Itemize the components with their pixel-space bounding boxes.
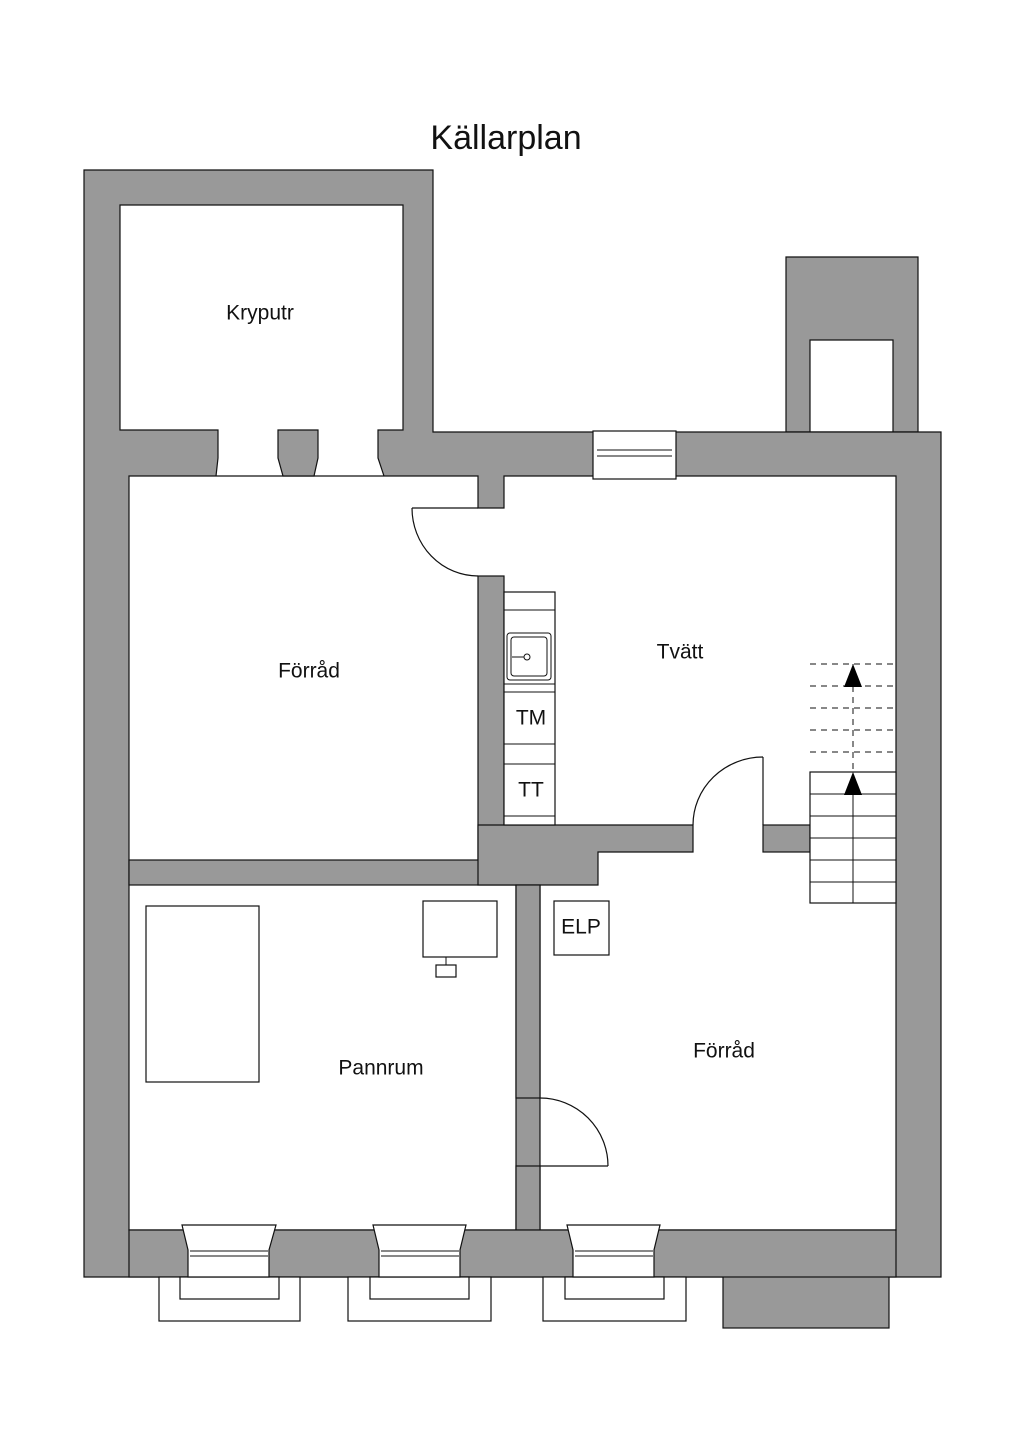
window-north <box>592 430 677 480</box>
boiler-unit <box>422 900 498 978</box>
room-label-tvatt: Tvätt <box>657 641 704 664</box>
stair-arrow-upper-icon <box>844 664 862 687</box>
room-label-pannrum: Pannrum <box>338 1057 423 1080</box>
sink-icon <box>506 632 552 681</box>
electrical-panel-label: ELP <box>561 916 601 939</box>
dryer-label: TT <box>518 779 544 802</box>
interior-wall-vertical-lower <box>515 884 541 1099</box>
door-pannrum-forrad <box>539 1097 609 1167</box>
interior-wall-horizontal-left <box>128 859 517 886</box>
interior-wall-vertical <box>477 575 505 867</box>
interior-wall-junction <box>477 824 694 886</box>
electrical-panel <box>553 900 610 956</box>
room-label-kryputr: Kryputr <box>226 302 294 325</box>
window-south-3 <box>542 1224 687 1322</box>
door-forrad-tvatt <box>411 507 479 577</box>
window-south-1 <box>158 1224 301 1322</box>
washing-machine-label: TM <box>516 707 546 730</box>
staircase <box>809 663 897 904</box>
interior-wall-vertical-bottom <box>515 1165 541 1231</box>
door-tvatt-forrad <box>692 756 764 826</box>
pillar <box>277 429 319 477</box>
stair-arrow-icon <box>844 772 862 795</box>
room-label-forrad-lower: Förråd <box>693 1040 755 1063</box>
boiler-tank <box>145 905 260 1083</box>
room-label-forrad-upper: Förråd <box>278 660 340 683</box>
laundry-counter <box>503 591 556 826</box>
window-south-2 <box>347 1224 492 1322</box>
interior-wall-right <box>762 824 811 853</box>
chimney-shaft <box>785 256 919 433</box>
plan-title: Källarplan <box>430 119 581 157</box>
